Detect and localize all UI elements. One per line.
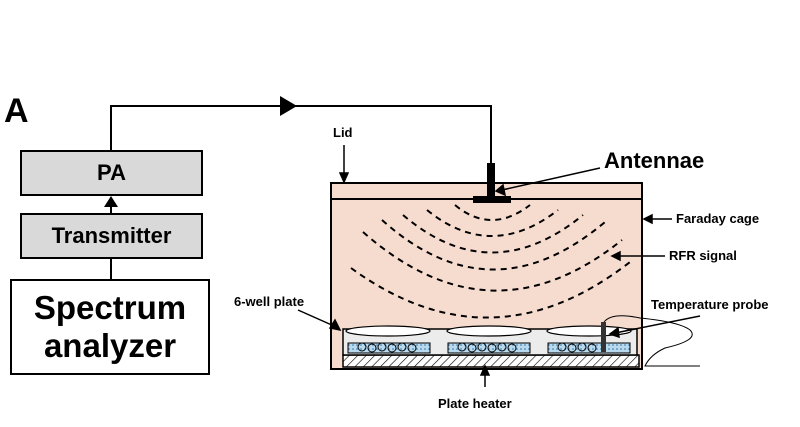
well-2 xyxy=(446,325,532,354)
spectrum-analyzer-label-line1: Spectrum xyxy=(33,289,187,326)
arrow-up-icon xyxy=(104,196,118,207)
probe-cable xyxy=(603,315,700,367)
feed-line xyxy=(110,105,492,165)
lid-label: Lid xyxy=(333,125,353,140)
faraday-cage-label: Faraday cage xyxy=(676,211,760,226)
transmitter-block: Transmitter xyxy=(20,213,203,259)
transmitter-label: Transmitter xyxy=(51,223,172,248)
temperature-probe-label: Temperature probe xyxy=(651,297,769,312)
well-1 xyxy=(345,325,431,354)
spectrum-analyzer-block: Spectrum analyzer xyxy=(10,279,210,375)
pa-label: PA xyxy=(97,160,126,185)
antenna-mast xyxy=(487,163,495,199)
spectrum-analyzer-label-line2: analyzer xyxy=(43,327,177,364)
rfr-waves xyxy=(350,204,631,319)
plate-heater xyxy=(342,354,640,368)
leader-lines xyxy=(297,145,701,387)
plate-heater-label: Plate heater xyxy=(438,396,512,411)
rfr-signal-label: RFR signal xyxy=(669,248,737,263)
panel-label: A xyxy=(4,92,29,130)
arrow-right-icon xyxy=(280,96,297,116)
pa-block: PA xyxy=(20,150,203,196)
antenna-base xyxy=(473,196,511,203)
six-well-plate-label: 6-well plate xyxy=(234,294,305,309)
temperature-probe xyxy=(601,322,606,352)
six-well-plate xyxy=(342,325,638,356)
antennae-label: Antennae xyxy=(604,148,705,173)
